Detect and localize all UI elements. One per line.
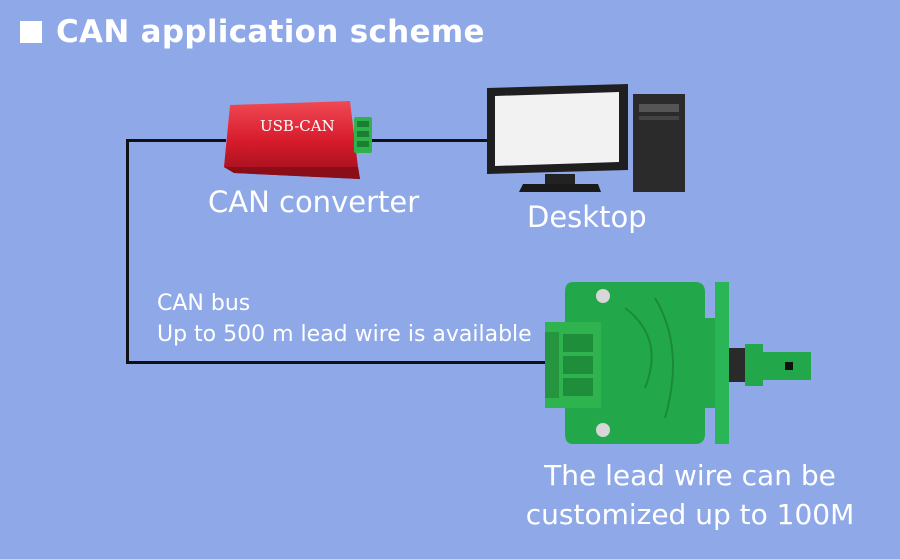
wire-vertical [126, 139, 129, 364]
desktop-computer-icon [487, 84, 685, 192]
sensor-caption-line2: customized up to 100M [525, 498, 855, 531]
converter-label: CAN converter [208, 185, 420, 219]
can-bus-label: CAN bus Up to 500 m lead wire is availab… [157, 288, 532, 350]
can-bus-line2: Up to 500 m lead wire is available [157, 322, 532, 347]
converter-device-text: USB-CAN [260, 117, 335, 135]
square-bullet-icon [20, 21, 42, 43]
sensor-board-icon [545, 282, 811, 444]
usb-can-converter-icon: USB-CAN [224, 101, 372, 179]
sensor-caption: The lead wire can be customized up to 10… [490, 456, 890, 534]
can-bus-line1: CAN bus [157, 291, 251, 316]
title-text: CAN application scheme [56, 14, 485, 50]
page-title: CAN application scheme [20, 14, 485, 50]
wire-bottom [126, 361, 556, 364]
sensor-caption-line1: The lead wire can be [544, 459, 836, 492]
wire-top-right [370, 139, 488, 142]
desktop-label: Desktop [527, 200, 647, 234]
wire-top-left [126, 139, 226, 142]
